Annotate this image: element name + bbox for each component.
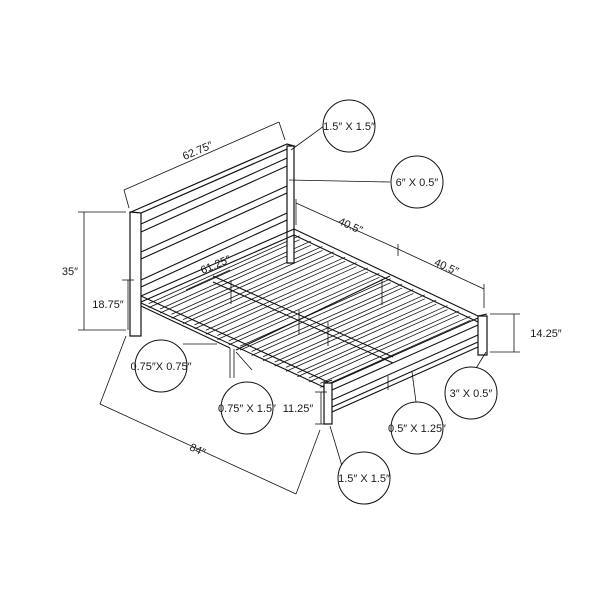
slat-edge — [262, 293, 414, 362]
dim-half-length-a: 40.5″ — [336, 216, 364, 237]
callout-foot-post-label: 1.5″ X 1.5″ — [338, 473, 390, 485]
slat-edge — [148, 235, 300, 305]
slat-edge — [205, 262, 357, 331]
slat-edge — [159, 240, 312, 310]
slat-edge — [274, 294, 425, 363]
slat-edge — [240, 282, 391, 351]
callout-circle-headboard-panel — [390, 155, 444, 209]
center-support — [212, 275, 394, 390]
callout-circle-foot-rail — [390, 401, 444, 455]
callout-foot-rail-label: 0.5″ X 1.25″ — [388, 423, 446, 435]
dim-half-length-b: 40.5″ — [432, 257, 460, 278]
slat-edge — [228, 276, 380, 346]
slat-edge — [217, 267, 369, 336]
slat-edge — [182, 255, 334, 324]
callout-circle-foot-post — [337, 451, 391, 505]
dim-rail-height: 18.75″ — [92, 299, 124, 311]
slat-edge — [308, 310, 460, 379]
headboard — [128, 143, 296, 337]
slat-edge — [285, 299, 437, 368]
callout-corner-leg-label: 0.75″X 0.75″ — [131, 361, 192, 373]
slat-edge — [320, 319, 471, 388]
right-side-rail — [293, 228, 479, 323]
dim-leg-clearance: 11.25″ — [283, 403, 314, 415]
callout-circle-side-rail — [220, 381, 274, 435]
slat-edge — [148, 239, 300, 309]
bed-frame — [128, 143, 488, 425]
bed-slats — [148, 235, 471, 388]
slat-edge — [228, 272, 380, 342]
slat-edge — [262, 289, 414, 358]
dim-overall-height: 35″ — [62, 266, 78, 278]
slat-edge — [274, 298, 425, 367]
footboard — [323, 313, 488, 425]
slat-edge — [205, 266, 357, 335]
slat-edge — [297, 305, 448, 374]
dim-overall-length: 84″ — [187, 441, 207, 459]
dim-footboard-height: 14.25″ — [530, 328, 562, 340]
callout-circle-corner-leg — [134, 339, 188, 393]
slat-edge — [171, 246, 323, 315]
slat-edge — [159, 244, 312, 314]
slat-edge — [251, 287, 403, 356]
slat-edge — [217, 271, 369, 340]
callout-foot-panel-label: 3″ X 0.5″ — [450, 388, 493, 400]
callout-circle-foot-panel — [444, 366, 498, 420]
dim-headboard-width: 62.75″ — [181, 140, 215, 163]
slat-edge — [194, 256, 346, 326]
slat-edge — [285, 303, 437, 372]
callout-circle-headboard-post — [322, 99, 376, 153]
slat-edge — [320, 315, 471, 384]
left-side-rail — [140, 295, 329, 390]
head-rail — [140, 228, 295, 303]
slat-edge — [308, 314, 460, 383]
slat-edge — [194, 260, 346, 330]
callout-side-rail-label: 0.75″ X 1.5″ — [218, 403, 276, 415]
slat-edge — [251, 283, 403, 352]
callout-leaders — [183, 125, 487, 467]
callout-headboard-post-label: 1.5″ X 1.5″ — [323, 121, 375, 133]
callouts: 1.5″ X 1.5″ 6″ X 0.5″ 0.75″X 0.75″ 0.75″… — [131, 99, 498, 505]
callout-headboard-panel-label: 6″ X 0.5″ — [396, 177, 439, 189]
slat-edge — [182, 251, 334, 320]
slat-edge — [171, 250, 323, 319]
dimension-lines — [78, 121, 520, 495]
slat-edge — [297, 309, 448, 378]
